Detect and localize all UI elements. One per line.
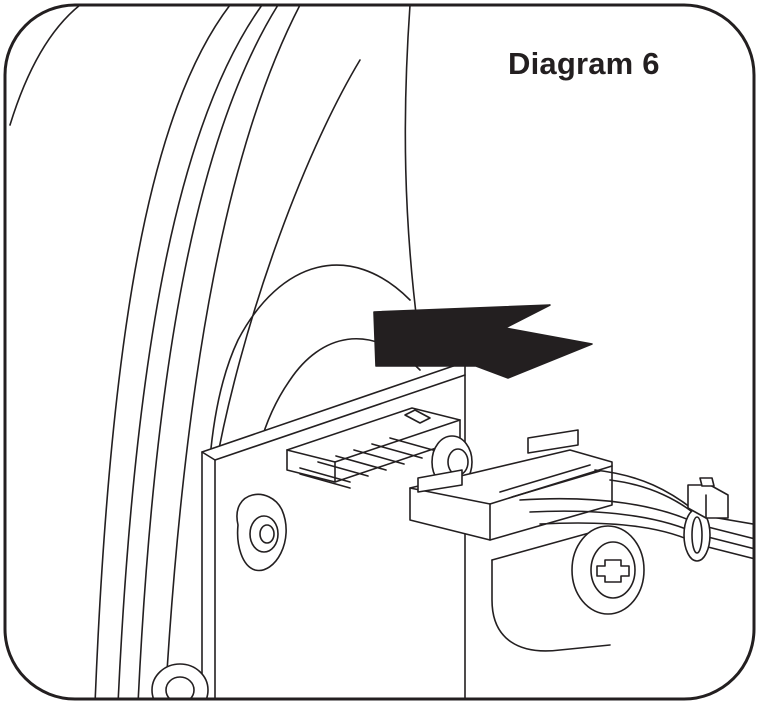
- header-pins: [299, 437, 441, 489]
- diagram-title: Diagram 6: [508, 46, 660, 81]
- standoff-spacer: [491, 529, 611, 652]
- board-mounting-nut: [236, 493, 287, 572]
- phillips-screw: [571, 525, 645, 615]
- housing-wall-outline: [9, 5, 361, 699]
- cable-tie: [683, 477, 729, 562]
- diagram-border: [3, 3, 756, 701]
- wire-harness-plug: [409, 429, 613, 541]
- insertion-arrow: [373, 304, 593, 379]
- lower-nut: [151, 663, 209, 699]
